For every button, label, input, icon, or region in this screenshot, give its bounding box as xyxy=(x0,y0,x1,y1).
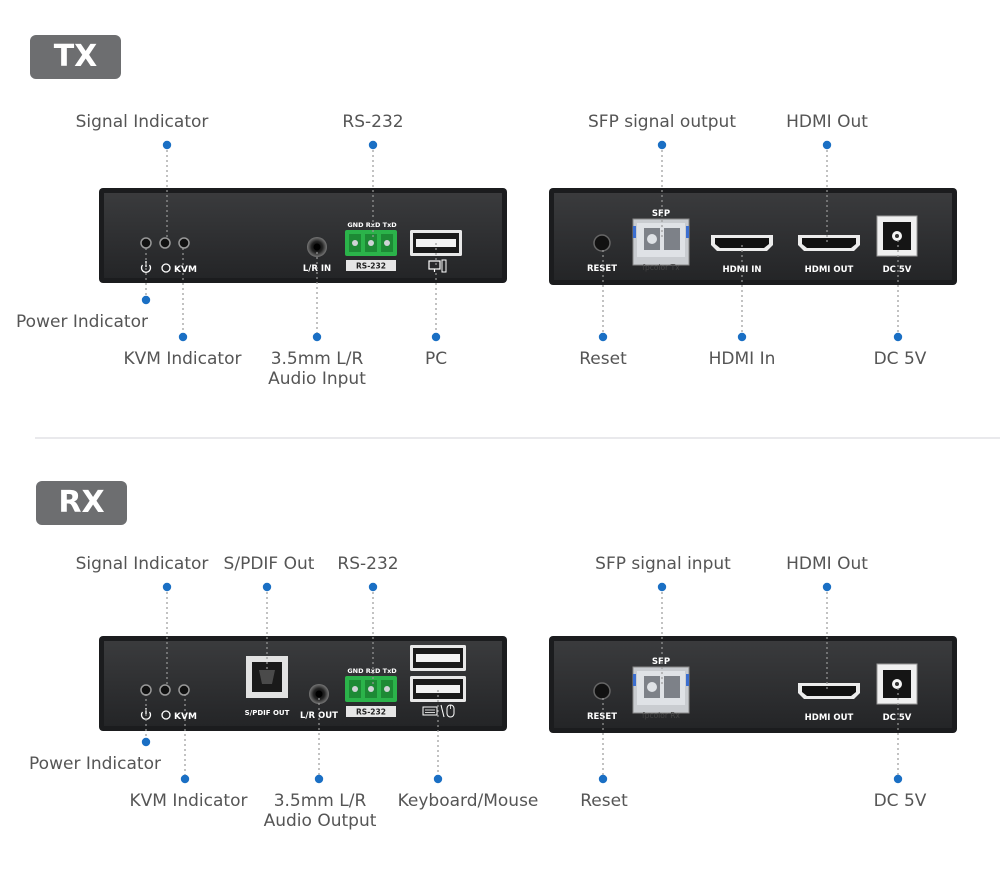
rx-badge: RX xyxy=(36,481,127,525)
rx-label-sfp-input: SFP signal input xyxy=(595,554,731,574)
rx-sfp-module xyxy=(632,666,690,714)
rx-led-kvm xyxy=(178,684,190,696)
rx-dc-jack xyxy=(876,663,918,705)
rx-label-rs232: RS-232 xyxy=(337,554,399,574)
rx-usb-port-bottom xyxy=(410,676,466,702)
rx-sfp-text: SFP xyxy=(652,657,670,667)
rx-led-power xyxy=(140,684,152,696)
rx-label-signal-indicator: Signal Indicator xyxy=(75,554,209,574)
rx-lr-out-text: L/R OUT xyxy=(300,711,338,721)
tx-sfp-text: SFP xyxy=(652,209,670,219)
tx-led-power xyxy=(140,237,152,249)
rx-audio-jack xyxy=(309,684,329,704)
kvm-ring-icon xyxy=(161,710,171,720)
tx-reset-button xyxy=(593,234,611,252)
rx-rs232-tag: RS-232 xyxy=(356,708,386,717)
rx-label-spdif-out: S/PDIF Out xyxy=(223,554,315,574)
tx-kvm-text: KVM xyxy=(174,265,197,275)
rx-dc5v-text: DC 5V xyxy=(883,713,912,723)
tx-hdmi-out-text: HDMI OUT xyxy=(805,265,854,275)
tx-reset-text: RESET xyxy=(587,264,617,274)
tx-front-panel: KVM L/R IN GND RxD TxD RS-232 xyxy=(99,188,507,283)
rx-usb-port-top xyxy=(410,645,466,671)
tx-hdmi-out-port xyxy=(798,235,860,251)
rx-led-signal xyxy=(159,684,171,696)
rx-hdmi-out-text: HDMI OUT xyxy=(805,713,854,723)
rx-label-power-indicator: Power Indicator xyxy=(29,754,161,774)
tx-badge: TX xyxy=(30,35,121,79)
rx-front-panel: KVM S/PDIF OUT L/R OUT GND RxD TxD RS-23… xyxy=(99,636,507,731)
tx-dc5v-text: DC 5V xyxy=(883,265,912,275)
rx-label-dc5v: DC 5V xyxy=(873,791,927,811)
tx-hdmi-in-port xyxy=(711,235,773,251)
rx-reset-button xyxy=(593,682,611,700)
tx-sfp-module-text: fpcolor Tx xyxy=(642,263,680,272)
mouse-icon xyxy=(446,704,455,718)
tx-audio-jack xyxy=(307,237,327,257)
rx-label-keyboard-mouse: Keyboard/Mouse xyxy=(397,791,539,811)
tx-label-kvm-indicator: KVM Indicator xyxy=(123,349,242,369)
tx-label-audio-input: 3.5mm L/R Audio Input xyxy=(268,349,366,389)
tx-label-dc5v: DC 5V xyxy=(873,349,927,369)
rx-rear-panel: RESET SFP fpcolor Rx HDMI OUT DC 5V xyxy=(549,636,957,733)
tx-label-rs232: RS-232 xyxy=(342,112,404,132)
tx-label-power-indicator: Power Indicator xyxy=(16,312,148,332)
tx-led-kvm xyxy=(178,237,190,249)
rx-reset-text: RESET xyxy=(587,712,617,722)
rx-kvm-text: KVM xyxy=(174,712,197,722)
tx-pin-labels: GND RxD TxD xyxy=(347,221,397,229)
rx-sfp-module-text: fpcolor Rx xyxy=(642,711,680,720)
tx-rs232-terminal xyxy=(345,230,397,256)
tx-label-hdmi-in: HDMI In xyxy=(708,349,776,369)
pc-monitor-icon xyxy=(428,259,447,273)
tx-dc-jack xyxy=(876,215,918,257)
rx-pin-labels: GND RxD TxD xyxy=(347,667,397,675)
leader-lines xyxy=(145,145,899,779)
tx-led-signal xyxy=(159,237,171,249)
section-divider xyxy=(35,437,1000,439)
rx-rs232-terminal xyxy=(345,676,397,702)
keyboard-icon xyxy=(422,706,438,716)
tx-label-reset: Reset xyxy=(579,349,627,369)
rx-label-audio-output: 3.5mm L/R Audio Output xyxy=(263,791,377,831)
tx-sfp-module xyxy=(632,218,690,266)
rx-label-hdmi-out: HDMI Out xyxy=(786,554,868,574)
kvm-ring-icon xyxy=(161,263,171,273)
tx-rs232-tag: RS-232 xyxy=(356,262,386,271)
tx-label-hdmi-out: HDMI Out xyxy=(786,112,868,132)
rx-label-kvm-indicator: KVM Indicator xyxy=(129,791,248,811)
leader-dots xyxy=(141,140,903,784)
tx-label-sfp-output: SFP signal output xyxy=(588,112,736,132)
rx-spdif-text: S/PDIF OUT xyxy=(245,709,290,717)
rx-hdmi-out-port xyxy=(798,683,860,699)
tx-rear-panel: RESET SFP fpcolor Tx HDMI IN HDMI OUT xyxy=(549,188,957,285)
tx-label-signal-indicator: Signal Indicator xyxy=(75,112,209,132)
rx-label-reset: Reset xyxy=(580,791,628,811)
tx-label-pc: PC xyxy=(424,349,448,369)
